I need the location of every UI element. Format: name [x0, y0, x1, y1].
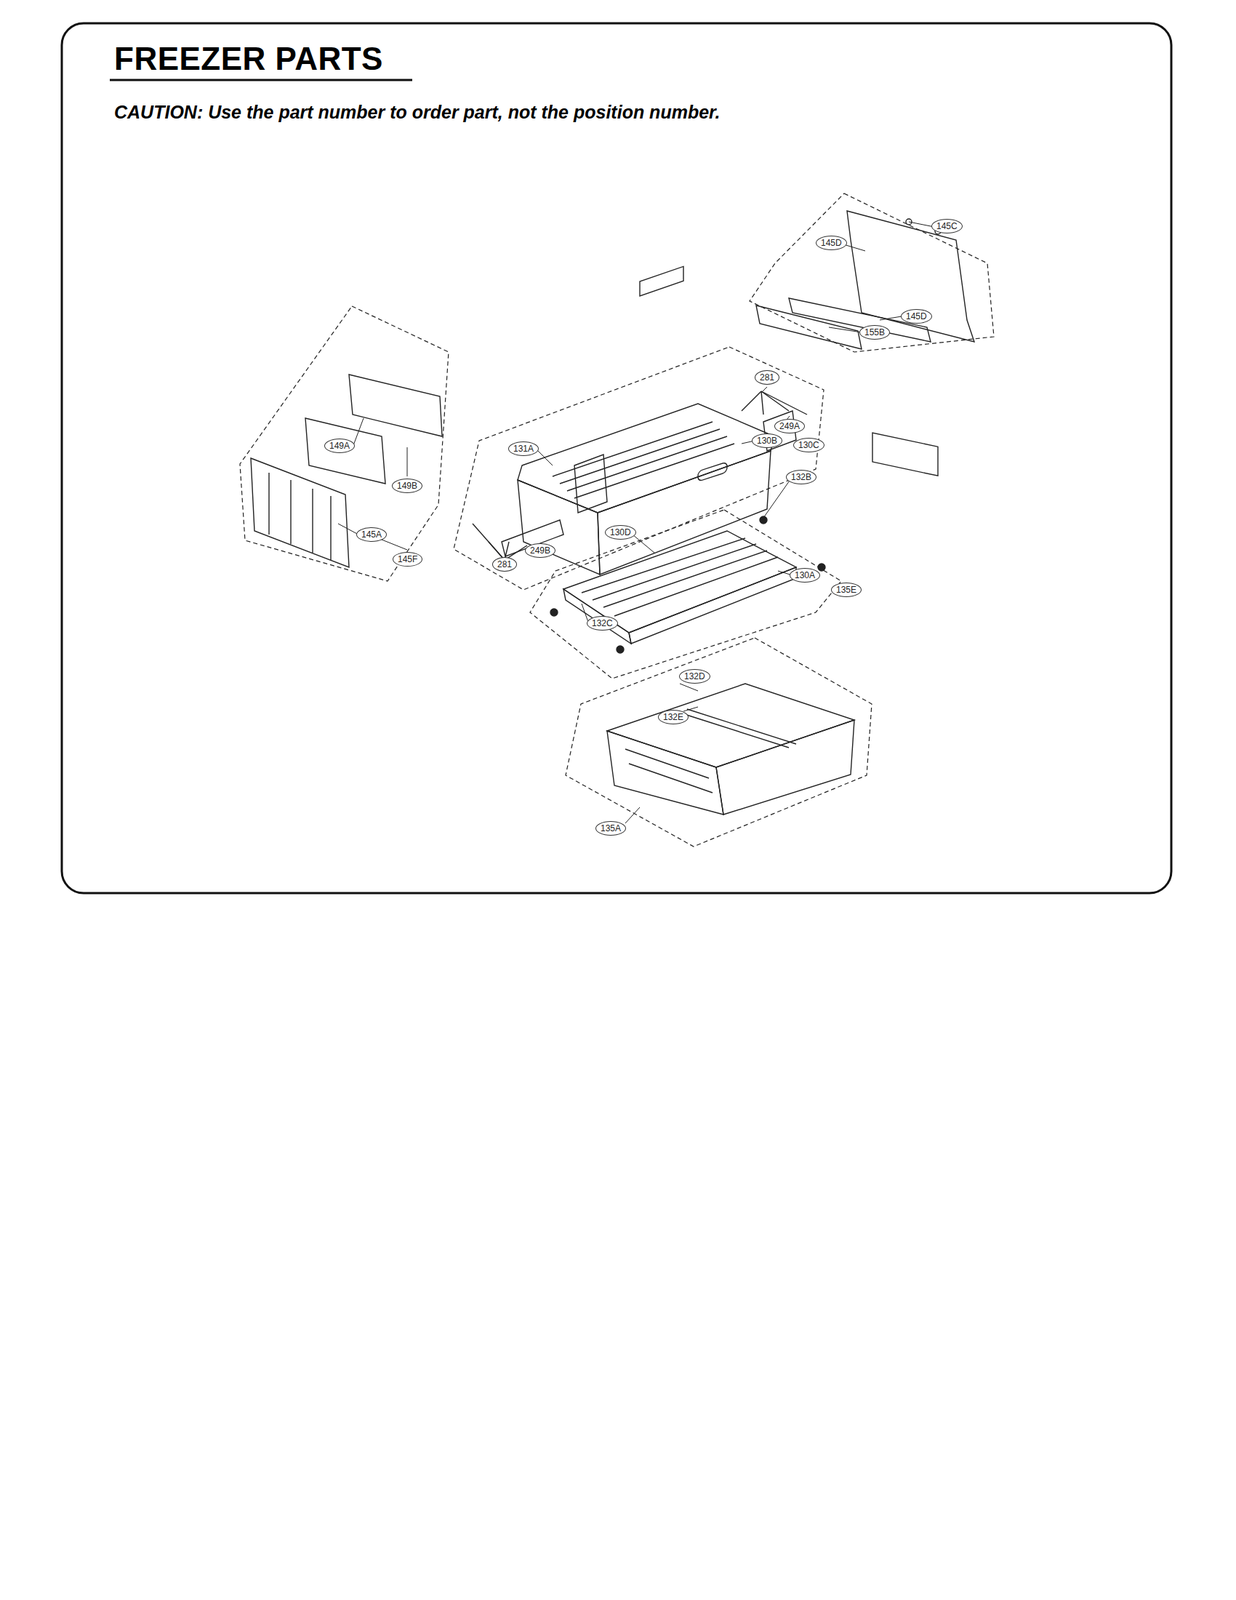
upper-drawer	[472, 266, 808, 575]
title-underline	[109, 79, 413, 82]
callout-number: 131A	[508, 441, 539, 456]
left-rail	[250, 374, 443, 568]
callout-number: 149A	[324, 438, 355, 453]
lower-bin	[607, 461, 855, 815]
callout-number: 249B	[524, 543, 556, 558]
callout-number: 145A	[356, 527, 387, 542]
callout-number: 135A	[595, 820, 626, 836]
caution-note: CAUTION: Use the part number to order pa…	[114, 101, 720, 123]
callout-number: 132B	[785, 469, 817, 485]
group-outlines	[239, 193, 994, 847]
callout-number: 130C	[793, 437, 825, 453]
callout-number: 149B	[391, 478, 423, 493]
callout-number: 145F	[392, 551, 423, 567]
page-frame	[61, 23, 1172, 893]
sliding-tray	[550, 516, 826, 653]
callout-number: 281	[492, 556, 517, 572]
callout-number: 132D	[679, 668, 711, 684]
callout-number: 135E	[831, 582, 862, 597]
rail-bracket	[756, 210, 975, 476]
callout-number: 155B	[859, 324, 890, 340]
leader-lines	[338, 221, 935, 824]
callout-number: 132E	[657, 709, 689, 725]
page-title: FREEZER PARTS	[114, 40, 384, 78]
callout-number: 281	[754, 370, 780, 385]
callout-number: 130A	[789, 567, 821, 583]
callout-number: 145D	[815, 235, 848, 251]
callout-number: 249A	[774, 418, 805, 434]
callout-number: 145D	[900, 309, 933, 324]
callout-number: 145C	[931, 218, 963, 234]
callout-number: 130B	[751, 433, 783, 448]
callout-number: 130D	[604, 524, 637, 540]
callout-number: 132C	[586, 615, 618, 631]
